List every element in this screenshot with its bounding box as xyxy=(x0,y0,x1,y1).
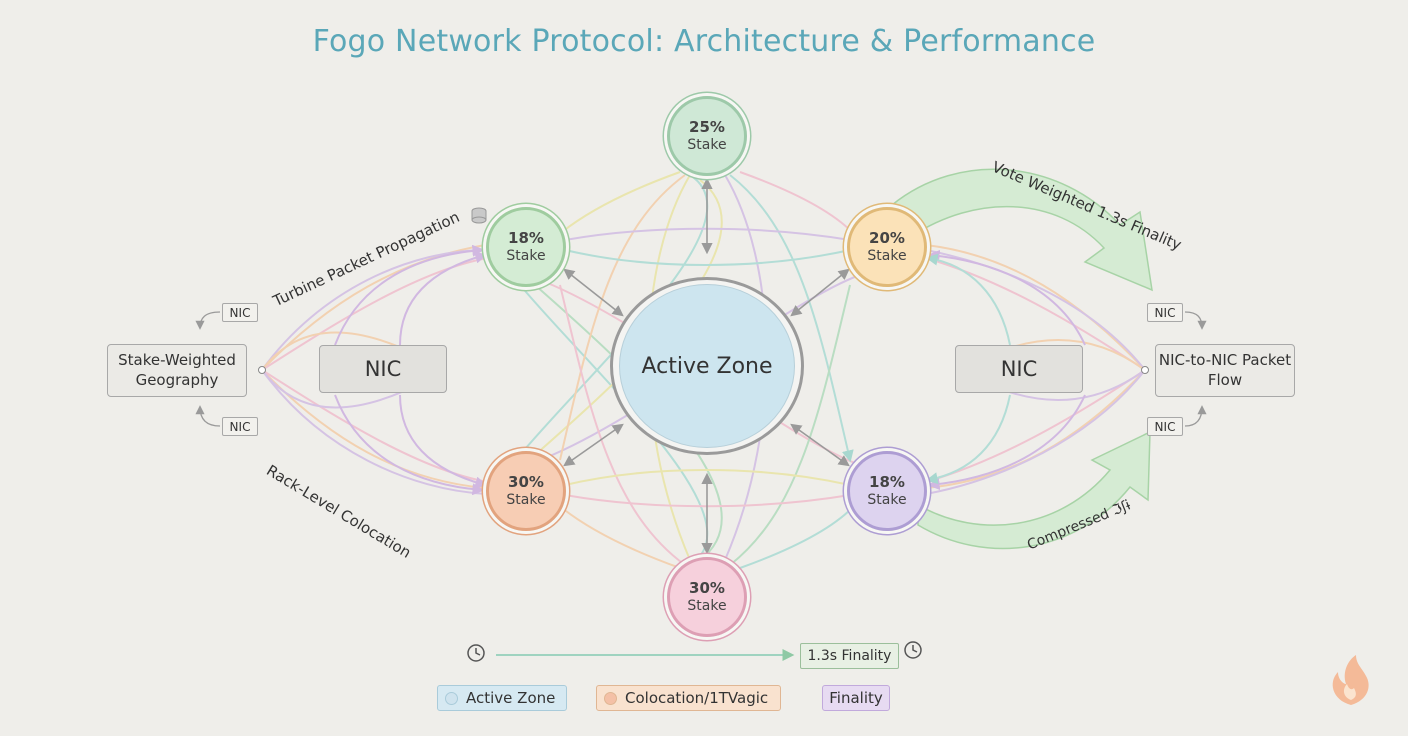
stake-percent: 30% xyxy=(689,578,725,597)
stake-node-lower-left: 30% Stake xyxy=(486,451,566,531)
nic-curl-arrows xyxy=(195,311,1207,427)
stake-label: Stake xyxy=(867,491,907,508)
stake-percent: 25% xyxy=(689,117,725,136)
stake-label: Stake xyxy=(687,136,727,153)
center-arrows xyxy=(563,177,850,555)
stake-percent: 20% xyxy=(869,228,905,247)
stake-node-bottom: 30% Stake xyxy=(667,557,747,637)
legend-dot-icon xyxy=(445,691,458,705)
stake-percent: 18% xyxy=(508,228,544,247)
stake-percent: 30% xyxy=(508,472,544,491)
stake-node-upper-right: 20% Stake xyxy=(847,207,927,287)
database-icon xyxy=(471,207,487,224)
stake-node-top: 25% Stake xyxy=(667,96,747,176)
stake-node-lower-right: 18% Stake xyxy=(847,451,927,531)
legend-finality: Finality xyxy=(822,685,890,711)
stake-label: Stake xyxy=(687,597,727,614)
right-hub-dot xyxy=(1141,366,1149,374)
legend-label: Colocation/1TVagic xyxy=(625,689,769,707)
active-zone: Active Zone xyxy=(619,284,795,448)
legend-dot-icon xyxy=(604,691,617,705)
clock-icon-left xyxy=(467,644,485,662)
stake-weighted-geography-box: Stake-Weighted Geography xyxy=(107,344,247,397)
right-nic-bottom-tag: NIC xyxy=(1147,417,1183,436)
stake-label: Stake xyxy=(506,491,546,508)
timeline xyxy=(467,641,922,662)
stake-label: Stake xyxy=(506,247,546,264)
stake-node-upper-left: 18% Stake xyxy=(486,207,566,287)
legend-label: Active Zone xyxy=(466,689,556,707)
finality-time-box: 1.3s Finality xyxy=(800,643,899,669)
right-nic-top-tag: NIC xyxy=(1147,303,1183,322)
flame-logo-icon xyxy=(1332,655,1369,705)
left-nic-top-tag: NIC xyxy=(222,303,258,322)
legend-label: Finality xyxy=(829,689,883,707)
finality-arrows xyxy=(891,168,1153,550)
stake-label: Stake xyxy=(867,247,907,264)
left-nic-bottom-tag: NIC xyxy=(222,417,258,436)
legend-colocation: Colocation/1TVagic xyxy=(596,685,781,711)
nic-to-nic-packet-flow-box: NIC-to-NIC Packet Flow xyxy=(1155,344,1295,397)
left-hub-dot xyxy=(258,366,266,374)
right-nic-box: NIC xyxy=(955,345,1083,393)
stake-percent: 18% xyxy=(869,472,905,491)
clock-icon-right xyxy=(904,641,922,659)
page-title: Fogo Network Protocol: Architecture & Pe… xyxy=(312,24,1096,59)
legend-active-zone: Active Zone xyxy=(437,685,567,711)
left-nic-box: NIC xyxy=(319,345,447,393)
